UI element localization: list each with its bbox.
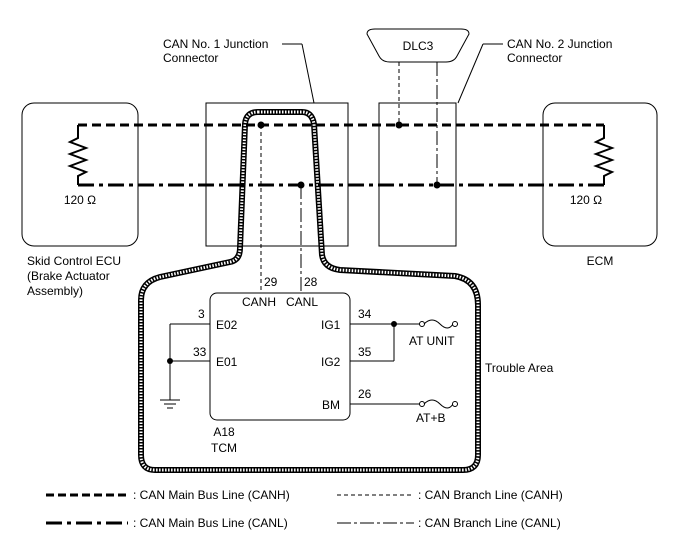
can2-junction-label-1: CAN No. 2 Junction xyxy=(507,37,612,51)
pin-28: 28 xyxy=(304,275,318,289)
skid-control-label-3: Assembly) xyxy=(27,284,83,298)
can1-junction-label-2: Connector xyxy=(163,51,218,65)
dlc3-connector xyxy=(366,28,470,63)
skid-control-label-2: (Brake Actuator xyxy=(27,269,110,283)
e02-label: E02 xyxy=(216,318,238,332)
can1-junction-label-1: CAN No. 1 Junction xyxy=(163,37,268,51)
legend-branch-canl: : CAN Branch Line (CANL) xyxy=(418,516,561,530)
can2-junction-label-2: Connector xyxy=(507,51,562,65)
pin-3: 3 xyxy=(198,307,205,321)
bm-label: BM xyxy=(322,398,340,412)
dlc3-label: DLC3 xyxy=(403,39,434,53)
tcm-name: TCM xyxy=(211,441,237,455)
at-b-label: AT+B xyxy=(416,411,445,425)
pin-33: 33 xyxy=(193,345,207,359)
ecm-label: ECM xyxy=(587,254,614,268)
can1-junction-box xyxy=(205,102,349,247)
pin-29: 29 xyxy=(264,275,278,289)
pin-35: 35 xyxy=(358,345,372,359)
resistor-left-value: 120 Ω xyxy=(64,193,96,207)
fuse-icon xyxy=(419,319,458,329)
ig2-label: IG2 xyxy=(321,355,341,369)
canh-label: CANH xyxy=(242,295,276,309)
tcm-code: A18 xyxy=(213,425,235,439)
tcm-box xyxy=(209,292,351,421)
ground-icon xyxy=(160,399,180,409)
ig1-label: IG1 xyxy=(321,318,341,332)
resistor-left xyxy=(67,125,89,185)
at-unit-label: AT UNIT xyxy=(409,334,455,348)
resistor-right xyxy=(593,125,615,185)
ecm-box xyxy=(542,102,658,247)
legend-main-canl: : CAN Main Bus Line (CANL) xyxy=(133,516,288,530)
canl-label: CANL xyxy=(286,295,318,309)
resistor-right-value: 120 Ω xyxy=(570,193,602,207)
legend-branch-canh: : CAN Branch Line (CANH) xyxy=(418,488,563,502)
skid-control-label-1: Skid Control ECU xyxy=(27,254,121,268)
pin-34: 34 xyxy=(358,307,372,321)
can2-junction-box xyxy=(378,102,457,247)
trouble-area-label: Trouble Area xyxy=(485,361,554,375)
fuse-icon xyxy=(419,399,458,409)
pin-26: 26 xyxy=(358,387,372,401)
legend-main-canh: : CAN Main Bus Line (CANH) xyxy=(133,488,290,502)
e01-label: E01 xyxy=(216,355,238,369)
